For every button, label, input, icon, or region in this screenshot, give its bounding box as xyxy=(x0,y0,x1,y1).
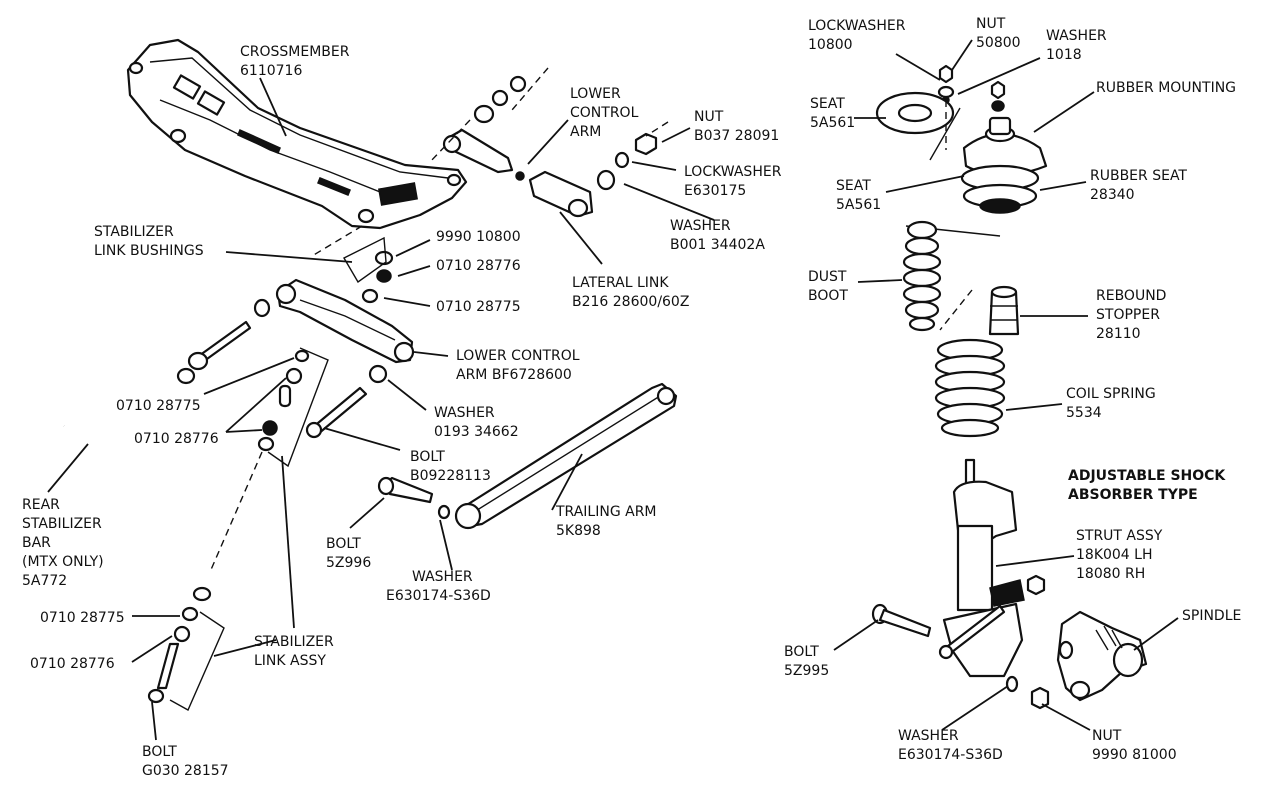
leader-lines xyxy=(47,39,1179,741)
crossmember-part xyxy=(126,38,468,230)
rubber-mounting-part xyxy=(905,116,1048,237)
label-0710-28776-c: 0710 28776 xyxy=(30,656,115,672)
dust-boot-part xyxy=(902,220,942,332)
strut-assy-part xyxy=(938,458,1046,678)
left-bolt-part xyxy=(176,320,252,385)
rear-stabilizer-bar-part xyxy=(62,424,213,602)
label-washer-e630174-mid: WASHER E630174-S36D xyxy=(386,569,491,604)
label-rear-stabilizer-bar: REAR STABILIZER BAR (MTX ONLY) 5A772 xyxy=(22,497,108,589)
label-strut-assy: STRUT ASSY 18K004 LH 18080 RH xyxy=(1076,528,1167,582)
label-0710-28776-b: 0710 28776 xyxy=(134,431,219,447)
label-nut-b037: NUT B037 28091 xyxy=(694,109,779,144)
label-stabilizer-link-bushings: STABILIZER LINK BUSHINGS xyxy=(94,224,204,259)
label-crossmember: CROSSMEMBER 6110716 xyxy=(240,44,354,79)
label-nut-9990-81000: NUT 9990 81000 xyxy=(1092,728,1177,763)
left-assembly-guide-lines xyxy=(169,67,669,711)
seat-upper-part xyxy=(875,91,961,161)
bottom-nut-washer-part xyxy=(1005,675,1050,710)
label-bolt-5z995: BOLT 5Z995 xyxy=(784,644,829,679)
label-rubber-seat: RUBBER SEAT 28340 xyxy=(1090,168,1191,203)
label-lower-control-arm-top: LOWER CONTROL ARM xyxy=(570,86,643,140)
lateral-link-part xyxy=(515,170,594,218)
label-rebound-stopper: REBOUND STOPPER 28110 xyxy=(1096,288,1171,342)
label-seat-lower: SEAT 5A561 xyxy=(836,178,881,213)
label-0710-28775-b: 0710 28775 xyxy=(116,398,201,414)
label-rubber-mounting: RUBBER MOUNTING xyxy=(1096,80,1236,96)
label-lower-control-arm-mid: LOWER CONTROL ARM BF6728600 xyxy=(456,348,584,383)
mid-bolt-part xyxy=(305,364,388,439)
label-seat-upper: SEAT 5A561 xyxy=(810,96,855,131)
bolt-5z995-part xyxy=(871,603,932,638)
spindle-part xyxy=(1056,610,1148,702)
label-coil-spring: COIL SPRING 5534 xyxy=(1066,386,1160,421)
label-9990-10800: 9990 10800 xyxy=(436,229,521,245)
label-bolt-g030: BOLT G030 28157 xyxy=(142,744,229,779)
top-mount-hardware-part xyxy=(937,64,1006,112)
label-adjustable-shock: ADJUSTABLE SHOCK ABSORBER TYPE xyxy=(1068,468,1230,503)
bushings-stack-part xyxy=(361,250,394,304)
stabilizer-link-bottom-part xyxy=(147,606,199,704)
label-lockwasher-e630175: LOCKWASHER E630175 xyxy=(684,164,786,199)
label-trailing-arm: TRAILING ARM 5K898 xyxy=(555,504,661,539)
label-stabilizer-link-assy: STABILIZER LINK ASSY xyxy=(254,634,338,669)
label-washer-0193: WASHER 0193 34662 xyxy=(434,405,519,440)
nut-b037-part xyxy=(596,132,658,191)
bolt-5z996-part xyxy=(377,476,451,520)
rebound-stopper-part xyxy=(939,285,1020,336)
label-0710-28775-c: 0710 28775 xyxy=(40,610,125,626)
label-washer-e630174-right: WASHER E630174-S36D xyxy=(898,728,1003,763)
label-spindle: SPINDLE xyxy=(1182,608,1241,624)
label-washer-1018: WASHER 1018 xyxy=(1046,28,1111,63)
label-0710-28775-a: 0710 28775 xyxy=(436,299,521,315)
trailing-arm-part xyxy=(454,382,678,530)
label-washer-b001: WASHER B001 34402A xyxy=(670,218,765,253)
label-0710-28776-a: 0710 28776 xyxy=(436,258,521,274)
lower-control-arm-mid-part xyxy=(253,278,415,364)
label-bolt-b09228113: BOLT B09228113 xyxy=(410,449,491,484)
lower-control-arm-top-part xyxy=(442,75,527,174)
label-bolt-5z996: BOLT 5Z996 xyxy=(326,536,371,571)
mid-link-stack-part xyxy=(257,349,310,452)
label-nut-50800: NUT 50800 xyxy=(976,16,1021,51)
label-lateral-link: LATERAL LINK B216 28600/60Z xyxy=(572,275,689,310)
label-dust-boot: DUST BOOT xyxy=(808,269,851,304)
label-lockwasher-10800: LOCKWASHER 10800 xyxy=(808,18,910,53)
coil-spring-part xyxy=(934,338,1006,438)
